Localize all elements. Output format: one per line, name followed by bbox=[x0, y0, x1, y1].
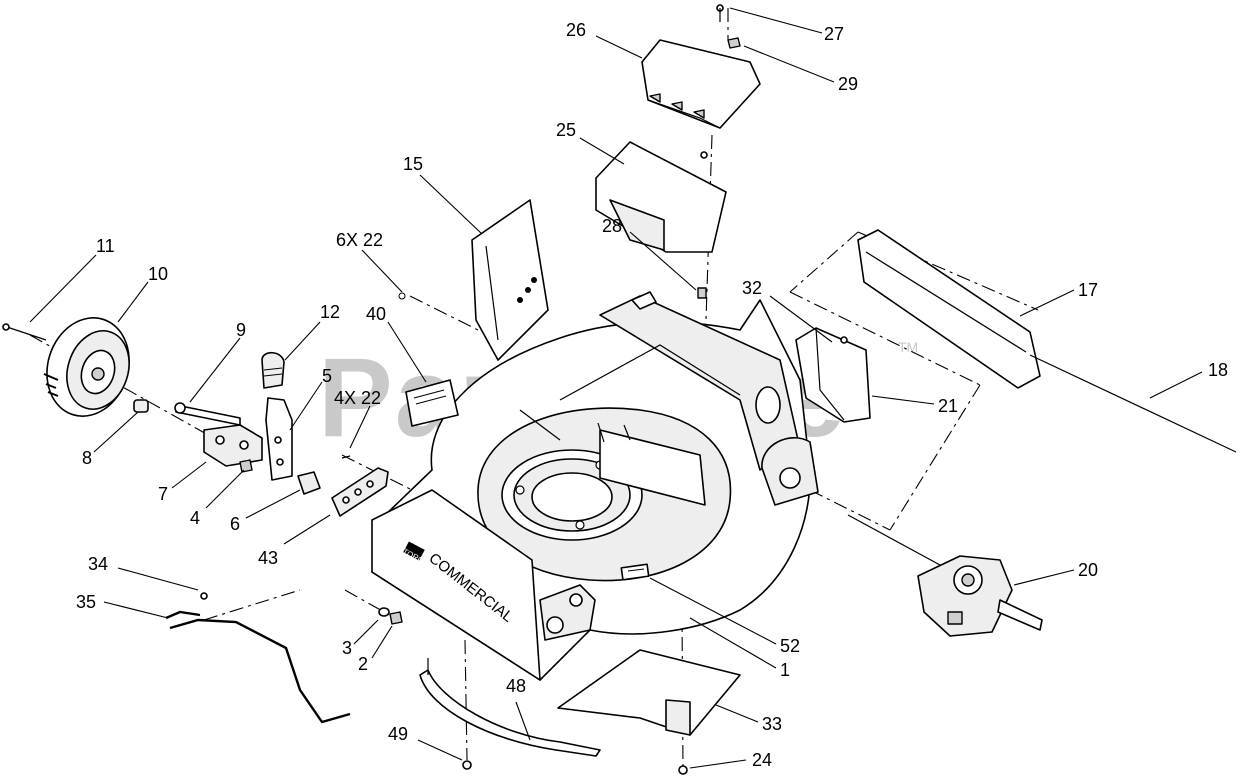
callout-2: 2 bbox=[358, 654, 368, 674]
rear-flap bbox=[857, 229, 1237, 453]
decal-40 bbox=[405, 379, 459, 427]
callout-20: 20 bbox=[1078, 560, 1098, 580]
callout-24: 24 bbox=[752, 750, 772, 770]
callout-10: 10 bbox=[148, 264, 168, 284]
height-adjuster-parts bbox=[133, 399, 263, 473]
callout-33: 33 bbox=[762, 714, 782, 734]
callout-32: 32 bbox=[742, 278, 762, 298]
callout-21: 21 bbox=[938, 396, 958, 416]
callout-4: 4 bbox=[190, 508, 200, 528]
callout-6x22: 6X 22 bbox=[336, 230, 383, 250]
height-rod bbox=[165, 592, 351, 724]
callout-labels: 11 10 9 12 8 7 4 6 5 40 6X 22 4X 22 15 4… bbox=[76, 20, 1228, 770]
leader-lines bbox=[29, 7, 1203, 769]
callout-5: 5 bbox=[322, 366, 332, 386]
callout-25: 25 bbox=[556, 120, 576, 140]
callout-29: 29 bbox=[838, 74, 858, 94]
wheel-assembly bbox=[2, 317, 130, 417]
callout-18: 18 bbox=[1208, 360, 1228, 380]
discharge-plug bbox=[795, 327, 871, 423]
transmission bbox=[847, 514, 1043, 637]
callout-4x22: 4X 22 bbox=[334, 388, 381, 408]
callout-17: 17 bbox=[1078, 280, 1098, 300]
mulch-baffle bbox=[557, 649, 741, 736]
discharge-door bbox=[595, 141, 727, 299]
mower-deck: TORO COMMERCIAL bbox=[371, 291, 819, 681]
callout-12: 12 bbox=[320, 302, 340, 322]
callout-15: 15 bbox=[403, 154, 423, 174]
callout-48: 48 bbox=[506, 676, 526, 696]
callout-7: 7 bbox=[158, 484, 168, 504]
callout-52: 52 bbox=[780, 636, 800, 656]
top-cover bbox=[641, 4, 761, 129]
bolts bbox=[462, 760, 688, 775]
callout-43: 43 bbox=[258, 548, 278, 568]
callout-1: 1 bbox=[780, 660, 790, 680]
callout-3: 3 bbox=[342, 638, 352, 658]
callout-40: 40 bbox=[366, 304, 386, 324]
callout-26: 26 bbox=[566, 20, 586, 40]
callout-28: 28 bbox=[602, 216, 622, 236]
watermark-trademark: TM bbox=[898, 339, 918, 355]
height-lever bbox=[261, 351, 321, 495]
callout-34: 34 bbox=[88, 554, 108, 574]
front-skirt-strip bbox=[419, 658, 601, 757]
side-shield bbox=[398, 199, 549, 361]
callout-49: 49 bbox=[388, 724, 408, 744]
callout-27: 27 bbox=[824, 24, 844, 44]
callout-6: 6 bbox=[230, 514, 240, 534]
callout-11: 11 bbox=[96, 236, 115, 256]
washer-nut bbox=[378, 607, 403, 625]
callout-9: 9 bbox=[236, 320, 246, 340]
height-plate bbox=[331, 455, 389, 517]
callout-35: 35 bbox=[76, 592, 96, 612]
callout-8: 8 bbox=[82, 448, 92, 468]
